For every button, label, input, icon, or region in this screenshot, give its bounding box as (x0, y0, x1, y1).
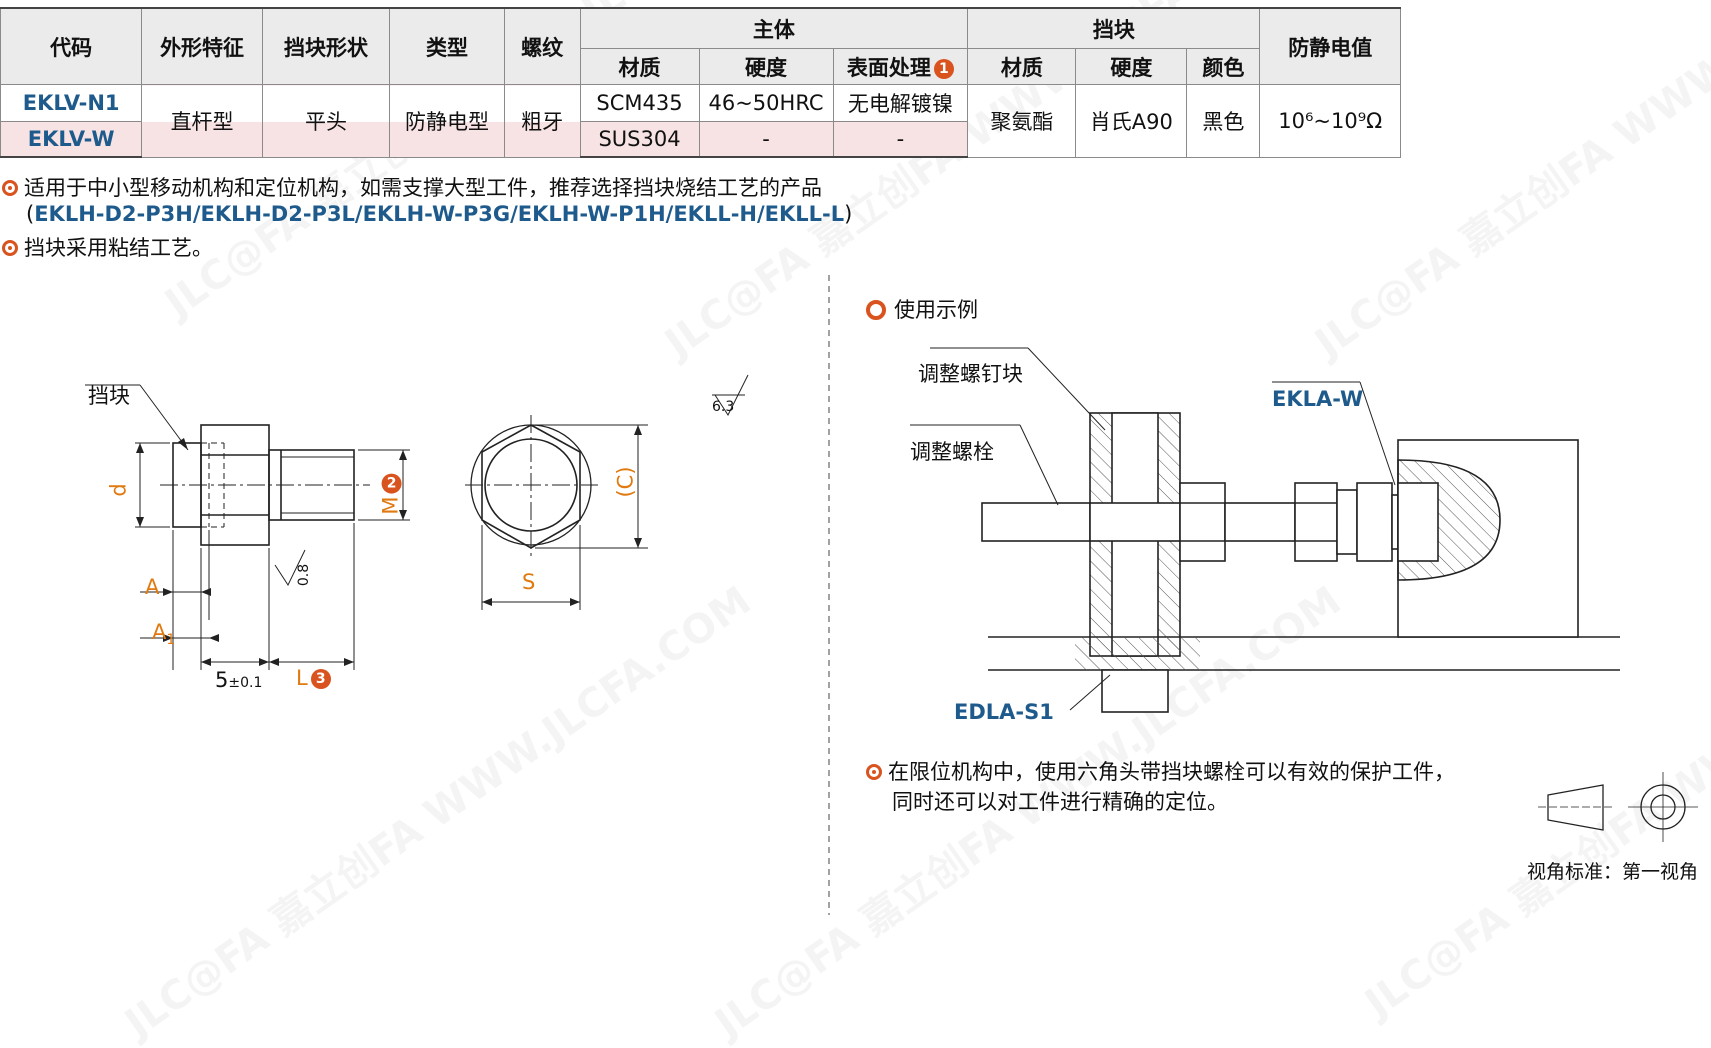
th-code: 代码 (0, 7, 143, 85)
th-block: 挡块 (967, 7, 1261, 49)
cell-block-hardness: 肖氏A90 (1075, 84, 1188, 158)
th-block-material: 材质 (967, 48, 1077, 85)
note-2-codes: EKLH-D2-P3H/EKLH-D2-P3L/EKLH-W-P3G/EKLH-… (34, 202, 845, 226)
cell-material-2: SUS304 (579, 121, 700, 158)
example-title-text: 使用示例 (894, 298, 978, 322)
label-five: 5±0.1 (215, 668, 262, 692)
label-five-text: 5 (215, 668, 229, 692)
label-ekla: EKLA-W (1272, 387, 1364, 411)
note-badge-3: 3 (310, 669, 331, 689)
example-desc-1: 在限位机构中，使用六角头带挡块螺栓可以有效的保护工件， (866, 756, 1455, 786)
th-surface-label: 表面处理 (846, 55, 931, 80)
ring-icon (866, 300, 886, 320)
cell-thread: 粗牙 (503, 84, 581, 158)
th-hardness: 硬度 (698, 48, 834, 85)
note-2-open: ( (26, 202, 35, 226)
cell-code-2: EKLV-W (0, 121, 143, 158)
cell-surface-1: 无电解镀镍 (832, 84, 969, 122)
label-a1-sub: 1 (166, 632, 176, 649)
divider (828, 275, 830, 915)
label-adj-bolt: 调整螺栓 (910, 440, 994, 464)
label-m: M2 (378, 473, 403, 515)
cell-material-1: SCM435 (579, 84, 700, 122)
cell-color: 黑色 (1186, 84, 1261, 158)
label-block: 挡块 (88, 384, 130, 408)
note-2: (EKLH-D2-P3H/EKLH-D2-P3L/EKLH-W-P3G/EKLH… (26, 202, 852, 226)
label-edla: EDLA-S1 (954, 700, 1054, 724)
th-thread: 螺纹 (503, 7, 581, 85)
example-title: 使用示例 (866, 294, 978, 324)
note-badge-2: 2 (381, 473, 402, 494)
note-3-text: 挡块采用粘结工艺。 (24, 236, 213, 260)
cell-type: 防静电型 (389, 84, 505, 158)
label-a: A (145, 575, 160, 599)
cell-antistatic: 10⁶~10⁹Ω (1259, 84, 1401, 158)
cell-block-shape: 平头 (261, 84, 391, 158)
note-3: 挡块采用粘结工艺。 (2, 232, 213, 262)
label-c: (C) (613, 466, 638, 498)
bullet-icon (866, 764, 882, 780)
roughness-0-8: 0.8 (296, 563, 313, 587)
note-badge-1: 1 (933, 58, 954, 79)
th-shape: 外形特征 (141, 7, 263, 85)
spec-table: 代码 外形特征 挡块形状 类型 螺纹 主体 挡块 防静电值 材质 硬度 表面处理… (0, 7, 1401, 158)
th-main-body: 主体 (579, 7, 969, 49)
label-adj-block: 调整螺钉块 (918, 362, 1023, 386)
example-desc-1-text: 在限位机构中，使用六角头带挡块螺栓可以有效的保护工件， (888, 760, 1455, 784)
bullet-icon (2, 240, 18, 256)
note-1-text: 适用于中小型移动机构和定位机构，如需支撑大型工件，推荐选择挡块烧结工艺的产品 (24, 176, 822, 200)
cell-code-1: EKLV-N1 (0, 84, 143, 122)
label-a1: A1 (152, 620, 175, 648)
th-block-shape: 挡块形状 (261, 7, 391, 85)
note-1: 适用于中小型移动机构和定位机构，如需支撑大型工件，推荐选择挡块烧结工艺的产品 (2, 172, 822, 202)
cell-hardness-1: 46~50HRC (698, 84, 834, 122)
first-angle-projection-icon (1538, 772, 1698, 842)
cell-shape: 直杆型 (141, 84, 263, 158)
note-2-close: ) (844, 202, 853, 226)
label-s: S (522, 570, 536, 594)
label-a1-text: A (152, 620, 167, 644)
cell-hardness-2: - (698, 121, 834, 158)
bullet-icon (2, 180, 18, 196)
roughness-6-3: 6.3 (712, 399, 735, 415)
label-d: d (106, 483, 131, 497)
cell-block-material: 聚氨酯 (967, 84, 1077, 158)
th-material: 材质 (579, 48, 700, 85)
th-type: 类型 (389, 7, 505, 85)
label-l-text: L (296, 666, 308, 690)
example-desc-2: 同时还可以对工件进行精确的定位。 (892, 790, 1228, 814)
th-antistatic: 防静电值 (1259, 7, 1401, 85)
view-standard: 视角标准：第一视角 (1527, 861, 1699, 883)
th-block-hardness: 硬度 (1075, 48, 1188, 85)
usage-drawing (910, 347, 1620, 713)
label-five-tol: ±0.1 (228, 675, 263, 691)
th-color: 颜色 (1186, 48, 1261, 85)
product-drawing (85, 374, 749, 670)
cell-surface-2: - (832, 121, 969, 158)
label-m-text: M (378, 496, 403, 515)
